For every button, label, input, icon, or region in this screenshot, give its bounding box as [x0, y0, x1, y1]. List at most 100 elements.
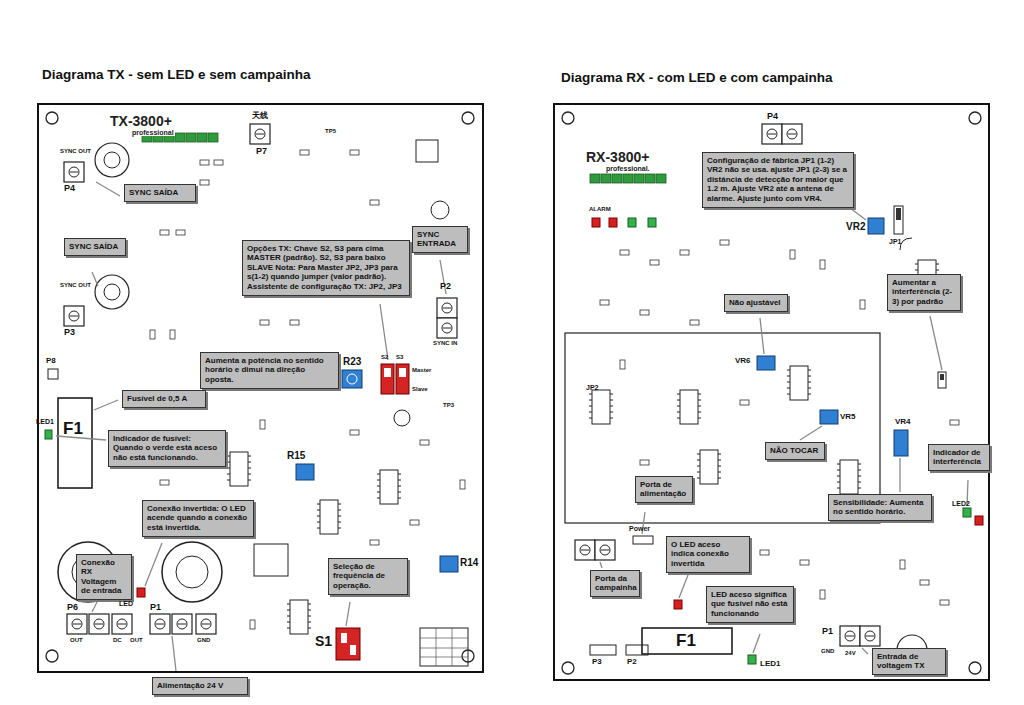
board-subtitle: professional.	[605, 165, 651, 172]
board-model: TX-3800+	[109, 113, 173, 129]
diagram-heading: Diagrama TX - sem LED e sem campainha	[42, 68, 311, 82]
callout-text: Entrada de voltagem TX	[877, 652, 941, 671]
part-label: P3	[64, 328, 75, 337]
part-label: P2	[440, 282, 451, 291]
part-label: 24V	[845, 650, 856, 656]
rx-board-parts	[900, 560, 905, 569]
tx-board-parts	[46, 112, 58, 124]
rx-board-parts	[940, 600, 949, 605]
callout-box: NÃO TOCAR	[765, 442, 825, 460]
tx-board-parts	[416, 140, 438, 162]
tx-board-parts	[377, 470, 401, 504]
tx-board-parts	[46, 650, 58, 662]
rx-board-parts	[648, 218, 656, 227]
part-label: OUT	[70, 637, 83, 643]
tx-board-parts	[370, 540, 379, 545]
rx-board-parts	[590, 174, 666, 183]
tx-board-parts	[176, 230, 185, 235]
tx-leader-lines	[346, 602, 350, 626]
callout-text: Indicador de fusível: Quando o verde est…	[113, 434, 221, 462]
callout-text: Configuração de fábrica JP1 (1-2) VR2 nã…	[707, 156, 849, 203]
callout-box: Porta de alimentação	[635, 476, 693, 503]
tx-board-parts	[250, 620, 255, 629]
callout-box: Opções TX: Chave S2, S3 para cima MASTER…	[242, 240, 410, 296]
tx-board-parts	[350, 430, 359, 435]
tx-board-parts	[462, 112, 474, 124]
rx-board-parts	[633, 536, 653, 544]
tx-board-parts	[410, 520, 419, 525]
tx-leader-lines	[380, 304, 388, 360]
rx-board-parts	[969, 112, 981, 124]
tx-board-parts	[420, 440, 429, 445]
tx-leader-lines	[172, 636, 176, 671]
callout-text: SYNC SAÍDA	[69, 242, 121, 251]
part-label: F1	[63, 420, 83, 438]
part-label: SYNC OUT	[60, 148, 91, 154]
callout-text: Conexão RX Voltagem de entrada	[81, 558, 127, 596]
rx-board-parts	[894, 206, 903, 234]
part-label: R23	[343, 357, 361, 368]
rx-board-parts	[562, 112, 983, 674]
part-label: VR4	[895, 418, 911, 426]
callout-text: NÃO TOCAR	[770, 446, 820, 455]
rx-board-parts	[950, 420, 959, 425]
rx-leader-lines	[800, 426, 822, 440]
tx-board-parts	[420, 628, 468, 666]
tx-board-parts	[250, 124, 270, 144]
rx-board-parts	[894, 430, 908, 456]
tx-board-parts	[160, 230, 169, 235]
callout-box: Configuração de fábrica JP1 (1-2) VR2 nã…	[702, 152, 854, 208]
tx-board-parts	[437, 298, 457, 318]
tx-board-parts	[160, 480, 169, 485]
part-label: VR2	[846, 222, 865, 233]
rx-board-parts	[820, 410, 838, 424]
tx-board-parts	[381, 364, 394, 394]
part-label: SYNC OUT	[60, 282, 91, 288]
callout-text: SYNC SAÍDA	[129, 188, 191, 197]
part-label: DC	[113, 637, 122, 643]
tx-board-parts	[137, 588, 145, 597]
tx-board-parts	[350, 645, 356, 655]
rx-leader-lines	[753, 634, 760, 653]
tx-board-parts	[317, 500, 341, 534]
diagram-heading: Diagrama RX - com LED e com campainha	[561, 71, 833, 85]
rx-board-parts	[620, 360, 625, 369]
rx-board-parts	[623, 174, 633, 183]
tx-board-parts	[104, 284, 120, 300]
callout-box: Aumenta a potência no sentido horário e …	[200, 352, 339, 389]
part-label: VR5	[840, 413, 856, 421]
part-label: P8	[46, 357, 56, 365]
tx-board-parts	[67, 614, 87, 634]
tx-board-parts	[341, 633, 347, 643]
rx-board-parts	[896, 208, 901, 220]
callout-text: Conexão invertida: O LED acende quando a…	[147, 504, 249, 532]
part-label: P6	[67, 603, 78, 612]
tx-board-parts	[296, 464, 314, 480]
tx-board-parts	[175, 133, 185, 142]
tx-board-parts	[150, 614, 170, 634]
tx-board-parts	[45, 112, 474, 666]
rx-leader-lines	[600, 208, 968, 654]
tx-board-parts	[260, 420, 265, 429]
rx-board-parts	[589, 390, 613, 424]
part-label: Master	[412, 367, 431, 373]
pcb-board: RX-3800+professional.Configuração de fáb…	[553, 103, 990, 681]
tx-board-parts	[162, 542, 222, 602]
rx-leader-lines	[760, 318, 764, 354]
tx-board-parts	[200, 180, 209, 185]
rx-board-parts	[601, 174, 611, 183]
part-label: R14	[460, 558, 478, 569]
callout-text: Porta de alimentação	[640, 480, 688, 499]
part-label: TP5	[325, 128, 336, 134]
rx-board-parts	[562, 112, 574, 124]
tx-board-parts	[394, 410, 410, 426]
tx-board-parts	[440, 556, 458, 572]
callout-text: Fusível de 0,5 A	[127, 394, 201, 403]
part-label: S2	[381, 354, 388, 360]
tx-leader-lines	[145, 543, 162, 586]
callout-box: Fusível de 0,5 A	[122, 390, 206, 408]
tx-leader-lines	[92, 272, 98, 286]
rx-board-parts	[562, 662, 574, 674]
rx-board-parts	[640, 310, 649, 315]
tx-board-parts	[437, 318, 457, 338]
